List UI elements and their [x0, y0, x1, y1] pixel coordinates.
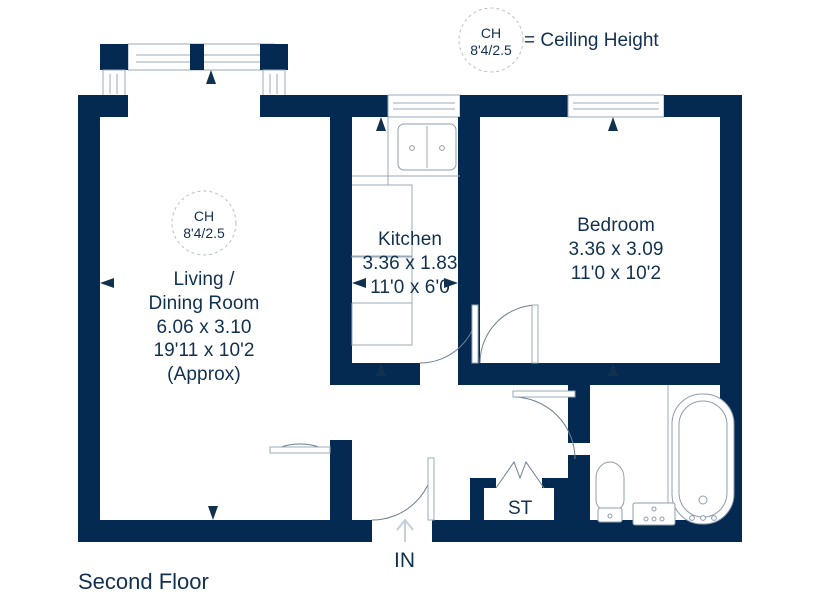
- living-dining-imperial: 19'11 x 10'2: [153, 340, 255, 362]
- bedroom-name: Bedroom: [577, 215, 655, 236]
- bedroom-metric: 3.36 x 3.09: [568, 238, 664, 260]
- ch-marker-line1: CH: [193, 208, 215, 224]
- living-dining-name-line2: Dining Room: [148, 292, 260, 314]
- living-dining-note: (Approx): [167, 364, 241, 385]
- ceiling-height-circles: [171, 7, 524, 256]
- bathroom-fixtures: [595, 385, 735, 526]
- legend-ceiling-height-text: = Ceiling Height: [524, 30, 659, 51]
- kitchen-imperial: 11'0 x 6'0: [370, 276, 450, 298]
- bedroom-imperial: 11'0 x 10'2: [570, 262, 662, 284]
- living-dining-metric: 6.06 x 3.10: [156, 316, 252, 338]
- room-label-bedroom: Bedroom 3.36 x 3.09 11'0 x 10'2: [528, 214, 704, 285]
- room-label-kitchen: Kitchen 3.36 x 1.83 11'0 x 6'0: [336, 228, 484, 299]
- kitchen-fittings: [351, 117, 460, 376]
- legend-ch-line1: CH: [480, 25, 502, 41]
- entry-label: IN: [394, 549, 415, 572]
- room-label-storage: ST: [508, 498, 533, 519]
- door-swings: [269, 304, 576, 521]
- floor-title: Second Floor: [78, 569, 209, 594]
- kitchen-name: Kitchen: [377, 229, 443, 250]
- ch-marker-line2: 8'4/2.5: [183, 224, 225, 241]
- living-dining-name-line1: Living /: [173, 269, 235, 290]
- legend-ceiling-height-circle: CH 8'4/2.5: [459, 25, 523, 59]
- bay-window-group: [100, 43, 288, 99]
- kitchen-metric: 3.36 x 1.83: [362, 252, 458, 274]
- living-room-ceiling-height-marker: CH 8'4/2.5: [172, 208, 236, 242]
- room-label-living-dining: Living / Dining Room 6.06 x 3.10 19'11 x…: [91, 268, 317, 387]
- dimension-arrows: [100, 117, 618, 520]
- legend-ch-line2: 8'4/2.5: [470, 41, 512, 58]
- entry-arrow: [396, 518, 414, 542]
